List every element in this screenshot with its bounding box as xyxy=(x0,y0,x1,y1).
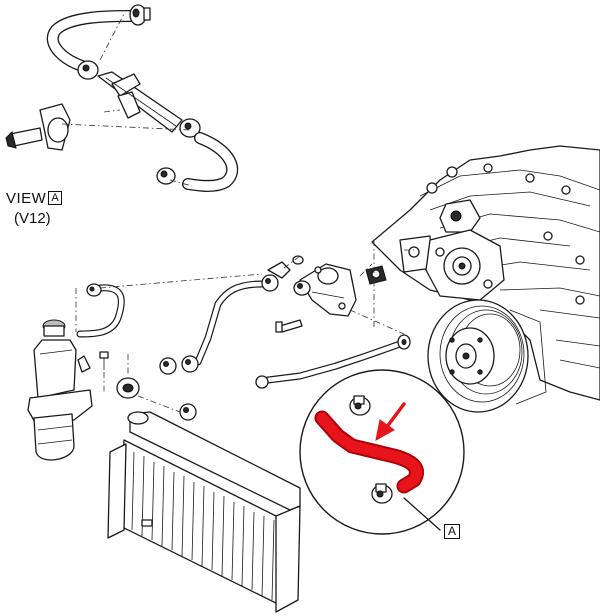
callout-box-label: A xyxy=(444,524,461,539)
water-pump xyxy=(425,229,505,301)
view-a-detail xyxy=(5,4,239,192)
hose-clamp xyxy=(293,280,311,296)
bolt xyxy=(275,319,303,333)
thermostat-pipe-detail xyxy=(97,71,183,133)
hose-clamp xyxy=(86,283,102,297)
thermostat-housing xyxy=(299,263,357,317)
hose-clamp xyxy=(129,4,151,26)
callout-leader-line xyxy=(403,497,441,531)
radiator xyxy=(107,411,301,613)
view-box-label: A xyxy=(48,191,63,205)
lower-hose-detail xyxy=(182,132,239,192)
hose-clamp xyxy=(156,167,176,185)
lower-coolant-pipe xyxy=(264,340,404,384)
red-arrow-icon xyxy=(375,402,406,441)
temperature-sensor xyxy=(267,255,387,285)
expansion-tank xyxy=(27,319,93,461)
hose-clamp xyxy=(349,395,371,416)
hose-clamp xyxy=(371,483,393,504)
sensor-bracket xyxy=(5,103,71,151)
overflow-hose xyxy=(76,284,125,338)
engine-variant-label: (V12) xyxy=(14,210,51,227)
highlighted-coolant-hose xyxy=(314,410,424,494)
magnified-detail-circle xyxy=(299,369,465,535)
hose-clamp xyxy=(179,118,201,138)
engine-block xyxy=(371,145,600,413)
upper-coolant-pipe xyxy=(194,280,266,366)
radiator-cap-seal xyxy=(116,377,140,399)
small-bolt xyxy=(99,351,109,370)
hose-clamp xyxy=(261,274,279,292)
hose-clamp xyxy=(77,60,99,80)
view-label-text: VIEW xyxy=(6,190,47,207)
hose-clamp xyxy=(179,403,197,421)
crankshaft-pulley xyxy=(427,299,547,413)
hose-clamp xyxy=(255,375,269,389)
hose-clamp xyxy=(181,355,199,373)
hose-clamp xyxy=(159,357,177,375)
upper-hose-detail xyxy=(46,10,138,72)
hose-clamp xyxy=(397,334,411,350)
